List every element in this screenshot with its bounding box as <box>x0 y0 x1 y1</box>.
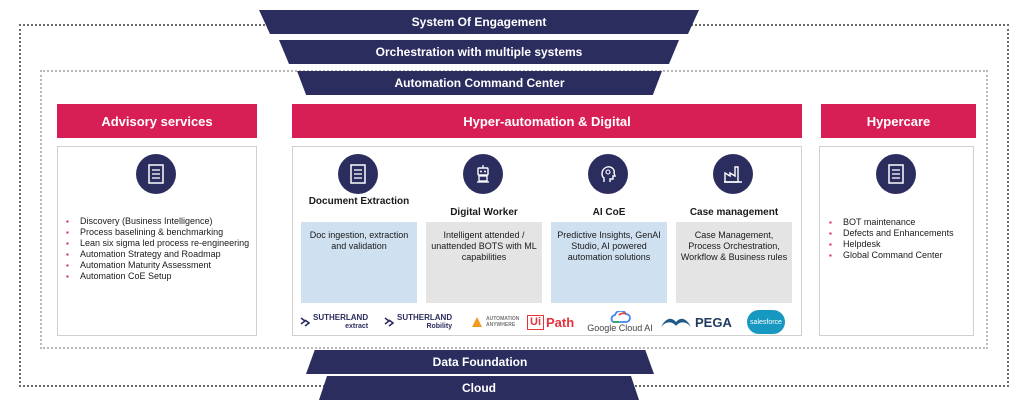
list-item: Discovery (Business Intelligence) <box>66 216 252 227</box>
salesforce-logo: salesforce <box>747 308 787 336</box>
ai-coe-title: AI CoE <box>592 207 626 218</box>
list-item: Process baselining & benchmarking <box>66 227 252 238</box>
google-cloud-icon <box>610 311 631 323</box>
list-item: Automation CoE Setup <box>66 271 252 282</box>
logo-name: PEGA <box>695 314 732 330</box>
digital-worker-box: Intelligent attended / unattended BOTS w… <box>426 222 542 303</box>
hyper-automation-title: Hyper-automation & Digital <box>463 113 631 129</box>
ai-head-icon <box>588 154 628 194</box>
data-foundation-label: Data Foundation <box>432 355 528 369</box>
list-item: Automation Strategy and Roadmap <box>66 249 252 260</box>
logo-sub: Robility <box>426 323 453 330</box>
factory-icon <box>713 154 753 194</box>
sutherland-mark-icon <box>300 317 310 327</box>
case-management-box: Case Management, Process Orchestration, … <box>676 222 792 303</box>
ai-coe-box: Predictive Insights, GenAI Studio, AI po… <box>551 222 667 303</box>
cloud-bar: Cloud <box>319 376 639 400</box>
list-item: Defects and Enhancements <box>829 228 969 239</box>
list-item: Global Command Center <box>829 250 969 261</box>
automation-anywhere-logo: AUTOMATION ANYWHERE <box>470 308 522 336</box>
orchestration-label: Orchestration with multiple systems <box>375 45 583 59</box>
automation-command-center-label: Automation Command Center <box>394 76 565 90</box>
logo-name: SUTHERLAND <box>397 313 453 322</box>
checklist-icon <box>876 154 916 194</box>
uipath-logo: Ui Path <box>527 308 577 336</box>
list-item: Automation Maturity Assessment <box>66 260 252 271</box>
cloud-label: Cloud <box>462 381 496 395</box>
list-item: BOT maintenance <box>829 217 969 228</box>
hyper-automation-header: Hyper-automation & Digital <box>292 104 802 138</box>
hypercare-header: Hypercare <box>821 104 976 138</box>
logo-name: SUTHERLAND <box>313 313 369 322</box>
uipath-path-text: Path <box>546 314 575 330</box>
system-of-engagement-bar: System Of Engagement <box>259 10 699 34</box>
document-extraction-box: Doc ingestion, extraction and validation <box>301 222 417 303</box>
sutherland-extract-logo: SUTHERLAND extract <box>300 308 380 336</box>
pega-mark-icon <box>661 318 691 327</box>
document-extraction-title: Document Extraction <box>308 196 410 207</box>
system-of-engagement-label: System Of Engagement <box>411 15 547 29</box>
advisory-title: Advisory services <box>101 113 213 129</box>
hypercare-title: Hypercare <box>866 113 931 129</box>
google-cloud-ai-logo: Google Cloud AI <box>582 308 658 336</box>
advisory-list: Discovery (Business Intelligence) Proces… <box>66 216 252 282</box>
logo-sub: extract <box>345 323 369 330</box>
hypercare-list: BOT maintenance Defects and Enhancements… <box>829 217 969 261</box>
logo-name: salesforce <box>750 318 782 326</box>
logo-name: AUTOMATION ANYWHERE <box>486 316 520 328</box>
logo-name: Google Cloud AI <box>587 323 653 333</box>
salesforce-cloud-icon: salesforce <box>747 310 785 334</box>
automation-anywhere-mark-icon <box>472 317 482 327</box>
pega-logo: PEGA <box>660 308 742 336</box>
uipath-ui-mark: Ui <box>527 314 544 330</box>
automation-command-center-bar: Automation Command Center <box>297 71 662 95</box>
sutherland-robility-logo: SUTHERLAND Robility <box>384 308 464 336</box>
sutherland-mark-icon <box>384 317 394 327</box>
checklist-icon <box>136 154 176 194</box>
data-foundation-bar: Data Foundation <box>306 350 654 374</box>
digital-worker-title: Digital Worker <box>450 207 518 218</box>
advisory-header: Advisory services <box>57 104 257 138</box>
checklist-icon <box>338 154 378 194</box>
list-item: Lean six sigma led process re-engineerin… <box>66 238 252 249</box>
case-management-title: Case management <box>689 207 779 218</box>
robot-icon <box>463 154 503 194</box>
orchestration-bar: Orchestration with multiple systems <box>279 40 679 64</box>
list-item: Helpdesk <box>829 239 969 250</box>
